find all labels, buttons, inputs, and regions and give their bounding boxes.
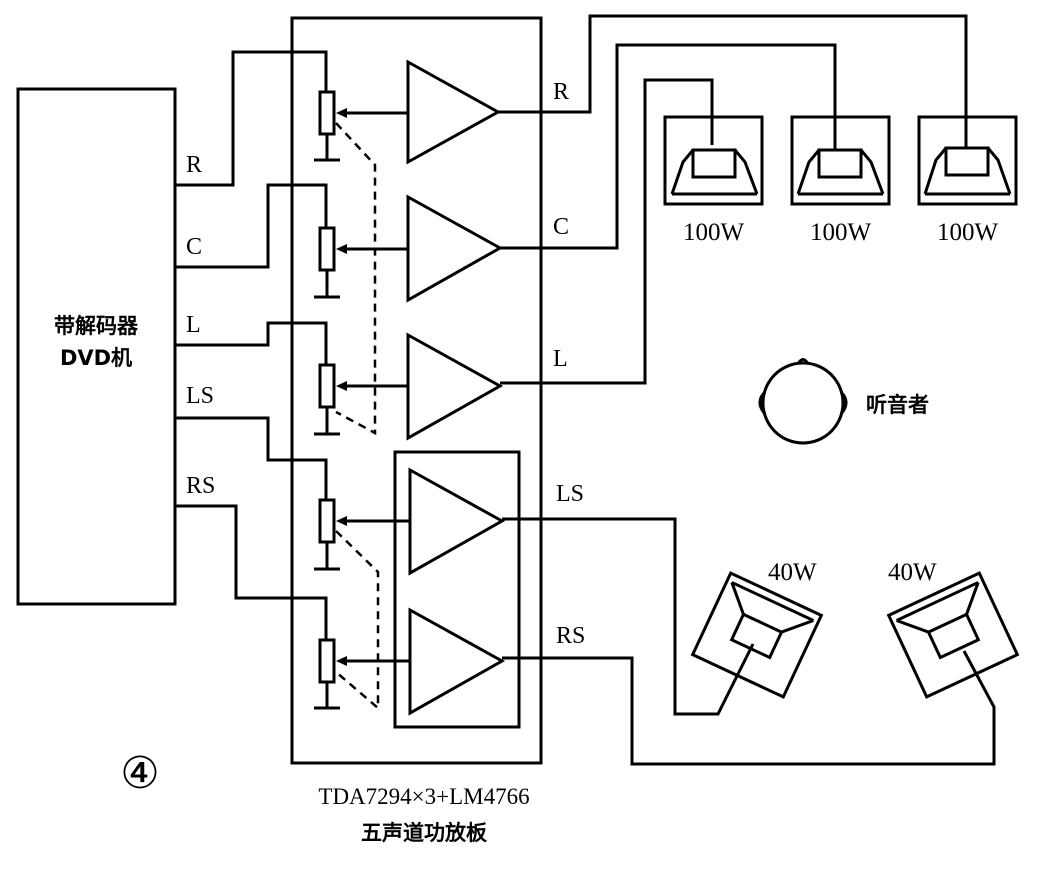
ganged-linkage-rear [335, 530, 380, 711]
amp-output-label-l: L [553, 346, 568, 372]
wire-input-r [175, 50, 328, 187]
volume-pot-r [314, 90, 340, 162]
wire-output-r [498, 14, 968, 148]
front-speaker-left [663, 115, 764, 206]
dvd-output-label-ls: LS [186, 383, 214, 409]
surround-speaker-right [886, 571, 1020, 699]
dvd-player-label-line2: DVD机 [60, 346, 132, 370]
amplifier-board [290, 16, 543, 765]
volume-pot-ls [314, 498, 340, 571]
volume-pot-rs [314, 638, 340, 710]
volume-pot-l [314, 363, 340, 436]
ganged-linkage-front [335, 122, 377, 436]
front-speaker-power-2: 100W [810, 219, 872, 246]
board-caption-chips: TDA7294×3+LM4766 [318, 784, 529, 809]
dvd-output-label-l: L [186, 312, 201, 338]
dvd-output-label-r: R [186, 152, 202, 178]
amp-output-label-r: R [553, 79, 569, 105]
amp-triangle-c [406, 194, 504, 303]
wiper-arrows [336, 108, 410, 666]
amp-triangle-r [406, 59, 502, 165]
front-speaker-power-1: 100W [683, 219, 745, 246]
figure-number: ④ [120, 748, 159, 799]
wire-input-ls [175, 416, 328, 500]
wire-output-ls [502, 517, 755, 716]
front-speaker-center [790, 115, 891, 206]
listener-label: 听音者 [866, 393, 929, 417]
amp-output-label-ls: LS [556, 481, 584, 507]
lm4766-section [393, 450, 521, 729]
wire-output-l [500, 78, 714, 385]
front-speaker-power-3: 100W [937, 219, 999, 246]
volume-pot-c [314, 226, 340, 299]
amp-output-label-rs: RS [556, 623, 585, 649]
dvd-player-label-line1: 带解码器 [54, 314, 139, 338]
front-speaker-right [917, 115, 1018, 206]
dvd-output-label-c: C [186, 234, 202, 260]
surround-speaker-left [690, 571, 824, 699]
listener-head-icon [758, 358, 848, 445]
wire-output-c [500, 43, 837, 250]
amp-triangle-ls [408, 467, 506, 576]
dvd-output-label-rs: RS [186, 473, 215, 499]
amp-triangle-rs [408, 607, 506, 716]
amp-output-label-c: C [553, 214, 569, 240]
wire-output-rs [502, 650, 996, 766]
board-caption-title: 五声道功放板 [361, 821, 488, 845]
surround-speaker-power-2: 40W [888, 559, 937, 586]
amp-triangle-l [406, 332, 504, 441]
wire-input-l [175, 321, 328, 365]
surround-speaker-power-1: 40W [768, 559, 817, 586]
wire-input-rs [175, 504, 328, 640]
dvd-player-block: 带解码器 DVD机 [16, 87, 177, 606]
wire-input-c [175, 183, 328, 269]
